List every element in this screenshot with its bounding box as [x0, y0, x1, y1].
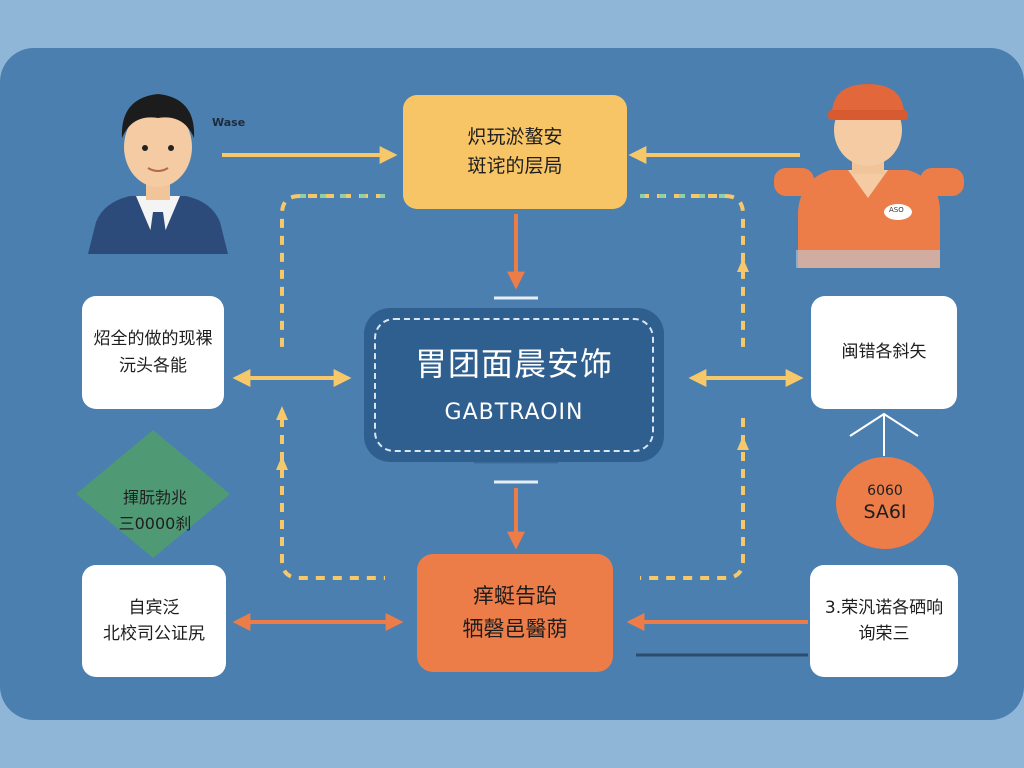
dashed-loop-left [280, 194, 385, 350]
left-node-1-line1: 炤全的做的现裸 [93, 329, 213, 350]
top-node-line1: 炽玩淤螯安 [467, 125, 563, 148]
right-node-1-line1: 闽错各斜矢 [841, 342, 927, 363]
dashed-loop-right [640, 194, 745, 350]
left-node-1: 炤全的做的现裸 沅头各能 [82, 296, 224, 409]
bottom-node: 痒蜓告跆 牺磬邑醫荫 [417, 554, 613, 672]
bottom-node-line2: 牺磬邑醫荫 [462, 617, 568, 641]
top-node-line2: 斑诧的层局 [467, 155, 563, 177]
diamond-line2: 三0000刹 [118, 514, 192, 533]
diamond-node-text: 揮朊勃兆 三0000刹 [80, 466, 230, 556]
bottom-node-line1: 痒蜓告跆 [473, 584, 557, 609]
circle-node: 6060 SA6I [836, 457, 934, 549]
circle-line2: SA6I [863, 500, 907, 523]
left-node-2-line1: 自宾泛 [128, 597, 180, 618]
loop-arrowhead [276, 456, 288, 470]
worker-icon [774, 84, 964, 268]
worker-badge-text: ASO [889, 206, 904, 214]
loop-arrowhead [737, 258, 749, 272]
businessman-icon [88, 94, 228, 254]
central-title: 胃团面晨安饰 [414, 345, 613, 384]
central-node: 胃团面晨安饰 GABTRAOIN [364, 308, 664, 462]
dashed-loop-left-lower [280, 418, 385, 580]
top-node: 炽玩淤螯安 斑诧的层局 [403, 95, 627, 209]
right-node-2-line2: 询荣三 [858, 624, 910, 644]
right-node-2: 3.荣汎诺各硒响 询荣三 [810, 565, 958, 677]
left-node-2: 自宾泛 北校司公证尻 [82, 565, 226, 677]
person-label: Wase [212, 116, 246, 129]
central-subtitle: GABTRAOIN [444, 399, 584, 425]
loop-arrowhead [737, 436, 749, 450]
left-node-1-line2: 沅头各能 [119, 355, 187, 376]
circle-line1: 6060 [867, 482, 903, 499]
fork-lines [849, 412, 919, 456]
diamond-shape [76, 430, 230, 558]
diamond-line1: 揮朊勃兆 [122, 488, 187, 508]
right-node-1: 闽错各斜矢 [811, 296, 957, 409]
loop-arrowhead [276, 406, 288, 420]
dashed-loop-right-lower [640, 418, 745, 580]
right-node-2-line1: 3.荣汎诺各硒响 [824, 597, 944, 618]
left-node-2-line2: 北校司公证尻 [103, 624, 205, 644]
